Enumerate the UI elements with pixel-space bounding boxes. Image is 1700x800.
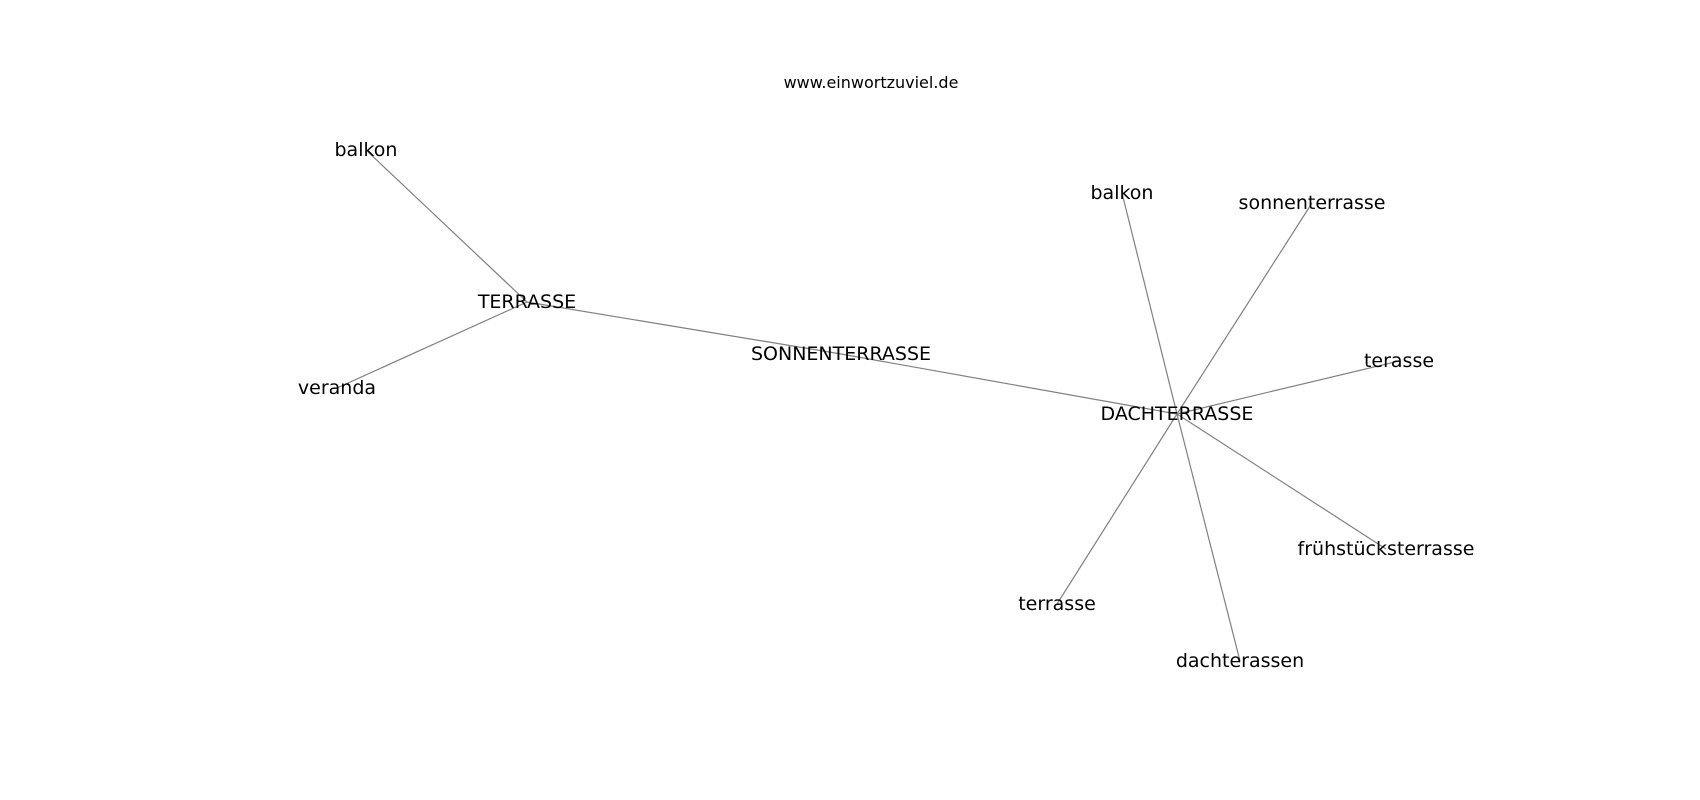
node-label-sonnenterrasse: sonnenterrasse xyxy=(1239,192,1386,214)
node-label-sonnenterrasse_hub: SONNENTERRASSE xyxy=(751,343,931,365)
node-label-veranda: veranda xyxy=(298,377,376,399)
edge-terrasse_hub-veranda xyxy=(336,301,528,389)
edge-sonnenterrasse_hub-dachterrasse_hub xyxy=(840,353,1178,415)
site-title: www.einwortzuviel.de xyxy=(784,73,959,92)
edge-dachterrasse_hub-terasse xyxy=(1176,360,1400,415)
nodes-group: SONNENTERRASSE TERRASSE DACHTERRASSE balkon… xyxy=(298,139,1475,672)
node-label-balkon_1: balkon xyxy=(335,139,398,161)
node-label-balkon_2: balkon xyxy=(1091,182,1154,204)
edge-dachterrasse_hub-sonnenterrasse xyxy=(1176,202,1313,415)
edge-dachterrasse_hub-terrasse xyxy=(1056,413,1178,605)
edges-group xyxy=(336,149,1400,662)
node-label-terrasse_hub: TERRASSE xyxy=(477,291,576,313)
node-label-terasse: terasse xyxy=(1364,350,1434,372)
node-label-terrasse: terrasse xyxy=(1018,593,1096,615)
edge-terrasse_hub-balkon_1 xyxy=(365,149,528,303)
edge-dachterrasse_hub-balkon_2 xyxy=(1121,192,1178,415)
node-label-dachterrasse_hub: DACHTERRASSE xyxy=(1101,403,1254,425)
edge-terrasse_hub-sonnenterrasse_hub xyxy=(526,301,842,355)
edge-dachterrasse_hub-dachterassen xyxy=(1176,413,1241,662)
node-label-dachterassen: dachterassen xyxy=(1176,650,1304,672)
node-label-fruehstuecksterrasse: frühstücksterrasse xyxy=(1298,538,1475,560)
edge-dachterrasse_hub-fruehstuecksterrasse xyxy=(1176,413,1387,550)
